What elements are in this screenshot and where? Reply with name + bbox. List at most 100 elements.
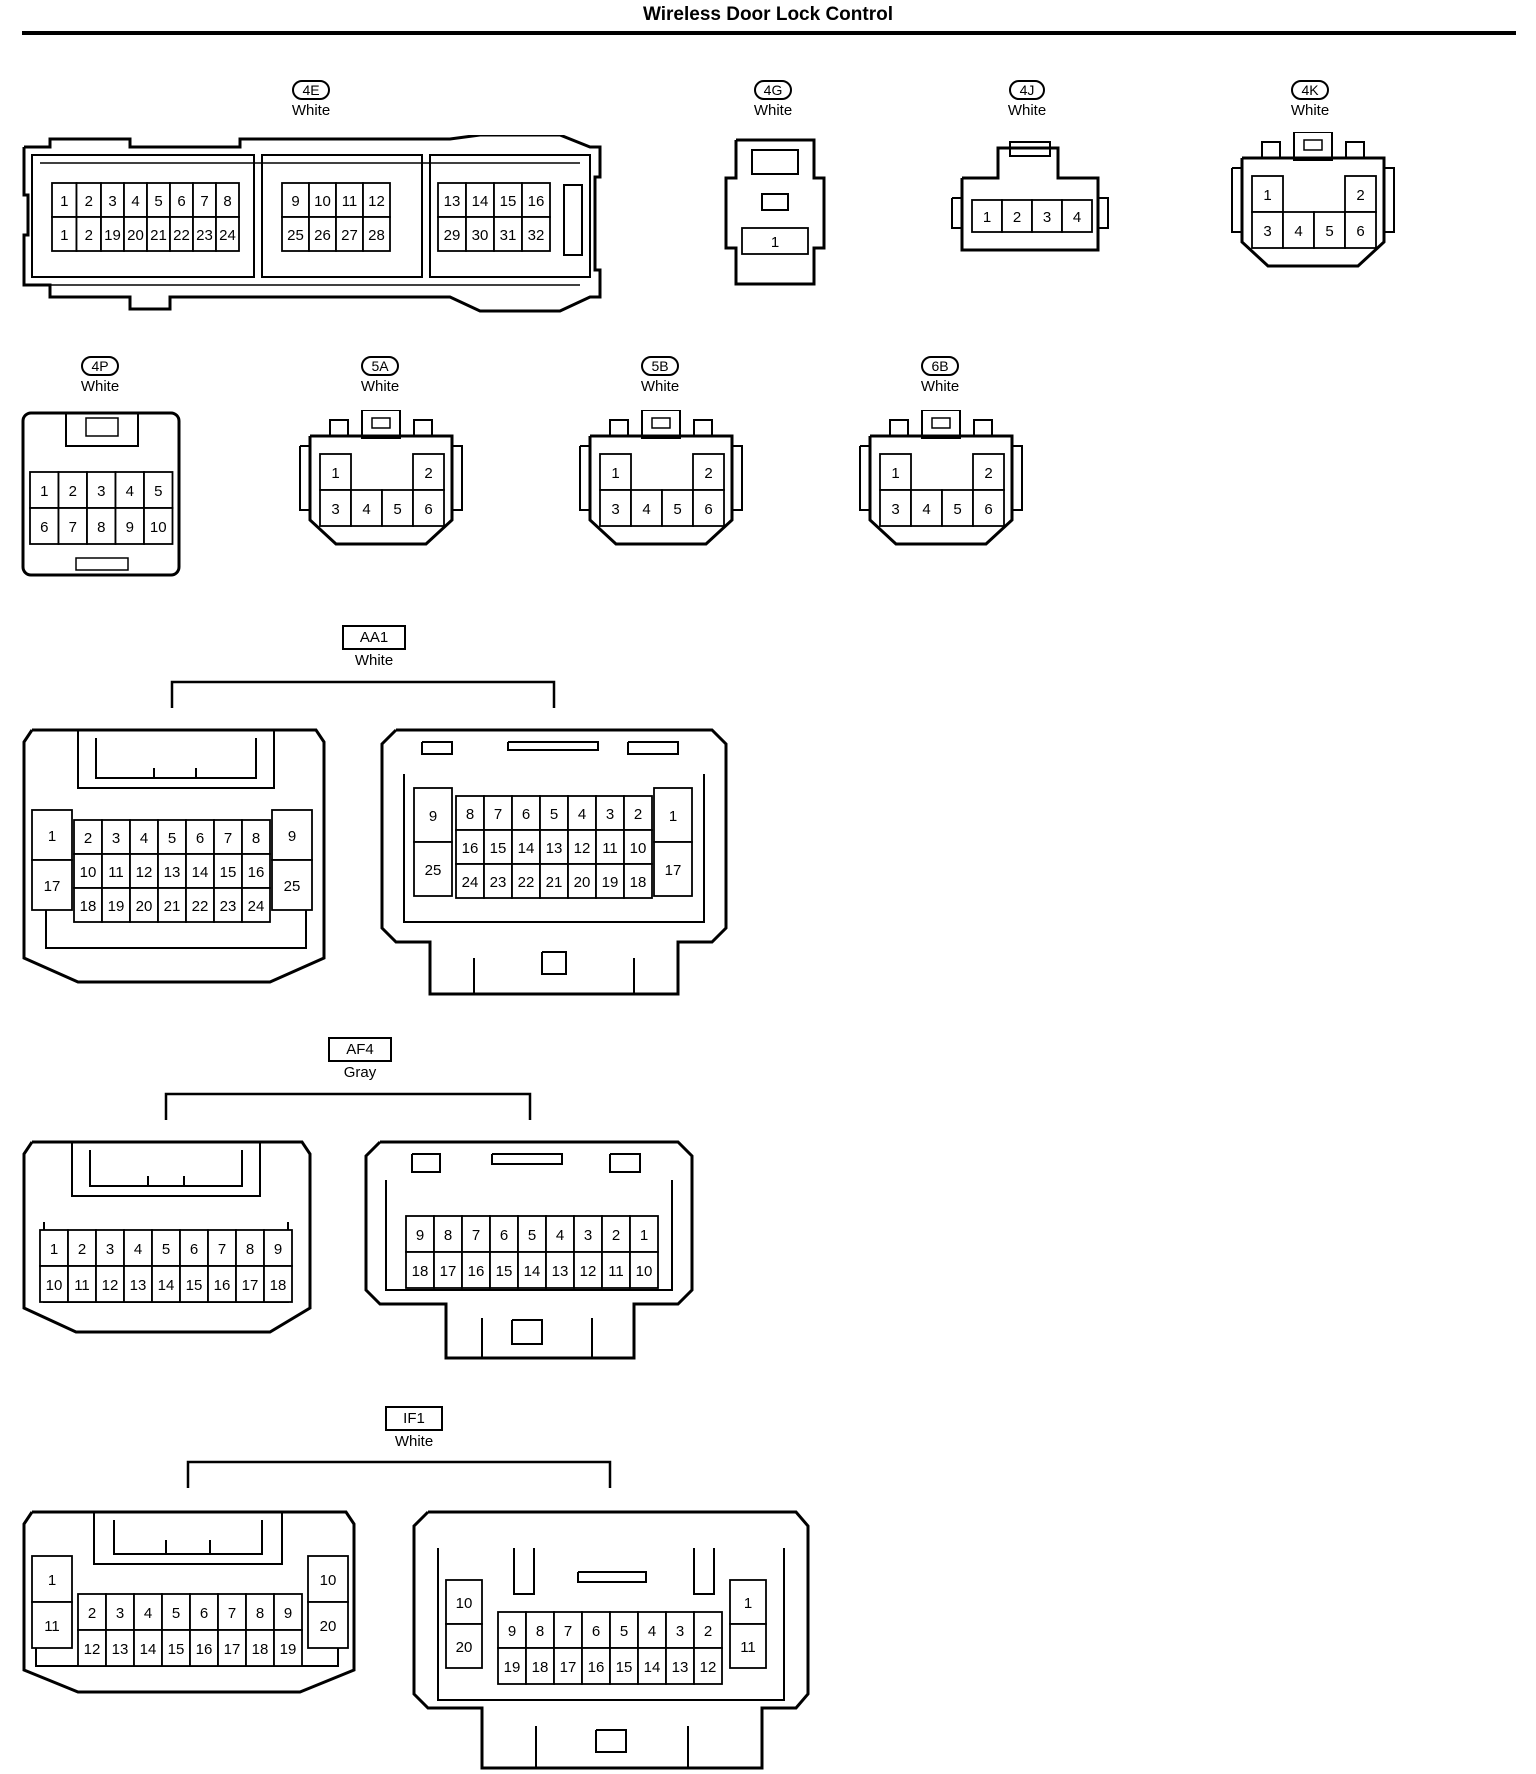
pin-number: 10 bbox=[456, 1595, 473, 1612]
pin-cell: 16 bbox=[207, 1265, 237, 1303]
pin-cell: 4 bbox=[910, 489, 943, 527]
pin-number: 10 bbox=[80, 864, 97, 881]
pin-number: 13 bbox=[672, 1659, 689, 1676]
pin-number: 24 bbox=[219, 227, 236, 244]
pin-number: 7 bbox=[494, 806, 502, 823]
pin-number: 16 bbox=[214, 1277, 231, 1294]
pin-cell: 5 bbox=[661, 489, 694, 527]
pair-bracket bbox=[164, 1092, 532, 1120]
pin-cell: 11 bbox=[31, 1601, 73, 1649]
pin-cell: 10 bbox=[308, 182, 337, 218]
pin-cell: 24 bbox=[455, 863, 485, 899]
connector-4G: 1 bbox=[724, 138, 826, 286]
pin-cell: 14 bbox=[151, 1265, 181, 1303]
pin-number: 8 bbox=[252, 830, 260, 847]
pin-number: 20 bbox=[574, 874, 591, 891]
pin-number: 20 bbox=[456, 1639, 473, 1656]
connector-code: 4K bbox=[1291, 80, 1329, 100]
title-rule bbox=[22, 31, 1516, 35]
pin-number: 19 bbox=[280, 1641, 297, 1658]
pin-cell: 30 bbox=[465, 216, 495, 252]
pin-cell: 17 bbox=[217, 1629, 247, 1667]
pin-cell: 1 bbox=[879, 453, 912, 491]
pin-number: 2 bbox=[85, 227, 93, 244]
pin-cell: 10 bbox=[73, 853, 103, 889]
pin-number: 8 bbox=[444, 1227, 452, 1244]
pin-number: 1 bbox=[50, 1241, 58, 1258]
pin-cell: 4 bbox=[123, 1229, 153, 1267]
pin-number: 8 bbox=[97, 519, 105, 536]
pin-cell: 5 bbox=[161, 1593, 191, 1631]
pin-number: 4 bbox=[642, 501, 650, 518]
pin-number: 13 bbox=[112, 1641, 129, 1658]
pin-cell: 12 bbox=[362, 182, 391, 218]
pin-number: 5 bbox=[172, 1605, 180, 1622]
pin-number: 14 bbox=[472, 193, 489, 210]
pin-number: 5 bbox=[154, 193, 162, 210]
pin-number: 8 bbox=[536, 1623, 544, 1640]
pin-number: 14 bbox=[158, 1277, 175, 1294]
pin-cell: 1 bbox=[653, 787, 693, 843]
pin-number: 25 bbox=[284, 878, 301, 895]
pin-cell: 5 bbox=[381, 489, 414, 527]
pin-number: 1 bbox=[983, 209, 991, 226]
pin-cell: 18 bbox=[623, 863, 653, 899]
pin-cell: 3 bbox=[95, 1229, 125, 1267]
pin-cell: 12 bbox=[573, 1251, 603, 1289]
pin-cell: 8 bbox=[241, 819, 271, 855]
pin-cell: 28 bbox=[362, 216, 391, 252]
pin-cell: 4 bbox=[1061, 199, 1093, 233]
pair-bracket bbox=[170, 680, 556, 708]
pin-number: 7 bbox=[224, 830, 232, 847]
pin-number: 4 bbox=[362, 501, 370, 518]
pin-number: 4 bbox=[140, 830, 148, 847]
pin-cell: 8 bbox=[235, 1229, 265, 1267]
pin-cell: 20 bbox=[307, 1601, 349, 1649]
connector-color: White bbox=[80, 378, 120, 395]
pin-cell: 26 bbox=[308, 216, 337, 252]
connector-color: White bbox=[1290, 102, 1330, 119]
pin-cell: 7 bbox=[57, 507, 88, 545]
pin-cell: 15 bbox=[179, 1265, 209, 1303]
pin-cell: 1 bbox=[1251, 175, 1284, 213]
pin-number: 1 bbox=[48, 828, 56, 845]
pin-number: 12 bbox=[368, 193, 385, 210]
pin-cell: 31 bbox=[493, 216, 523, 252]
pin-number: 22 bbox=[518, 874, 535, 891]
pin-number: 11 bbox=[74, 1277, 90, 1294]
pin-cell: 23 bbox=[483, 863, 513, 899]
pin-number: 3 bbox=[97, 483, 105, 500]
pin-cell: 9 bbox=[271, 809, 313, 861]
pin-cell: 6 bbox=[412, 489, 445, 527]
pin-cell: 25 bbox=[281, 216, 310, 252]
pin-cell: 2 bbox=[623, 795, 653, 831]
pin-cell: 17 bbox=[653, 841, 693, 897]
pin-number: 3 bbox=[331, 501, 339, 518]
connector-code: 6B bbox=[921, 356, 959, 376]
pin-cell: 3 bbox=[665, 1611, 695, 1649]
pin-cell: 7 bbox=[213, 819, 243, 855]
pin-number: 2 bbox=[78, 1241, 86, 1258]
pin-cell: 22 bbox=[185, 887, 215, 923]
pin-number: 4 bbox=[648, 1623, 656, 1640]
pin-number: 14 bbox=[644, 1659, 661, 1676]
pin-cell: 10 bbox=[39, 1265, 69, 1303]
pin-number: 11 bbox=[608, 1263, 624, 1280]
pin-cell: 2 bbox=[67, 1229, 97, 1267]
pin-cell: 10 bbox=[143, 507, 174, 545]
pin-cell: 23 bbox=[192, 216, 217, 252]
pin-cell: 7 bbox=[461, 1215, 491, 1253]
pin-cell: 6 bbox=[1344, 211, 1377, 249]
connector-code: AA1 bbox=[341, 625, 407, 650]
pin-cell: 4 bbox=[545, 1215, 575, 1253]
pin-number: 7 bbox=[200, 193, 208, 210]
connector-code: AF4 bbox=[328, 1037, 392, 1062]
connector-code: IF1 bbox=[385, 1406, 443, 1431]
pin-number: 6 bbox=[196, 830, 204, 847]
pin-number: 2 bbox=[1356, 187, 1364, 204]
pin-number: 21 bbox=[164, 898, 181, 915]
pin-number: 19 bbox=[108, 898, 125, 915]
